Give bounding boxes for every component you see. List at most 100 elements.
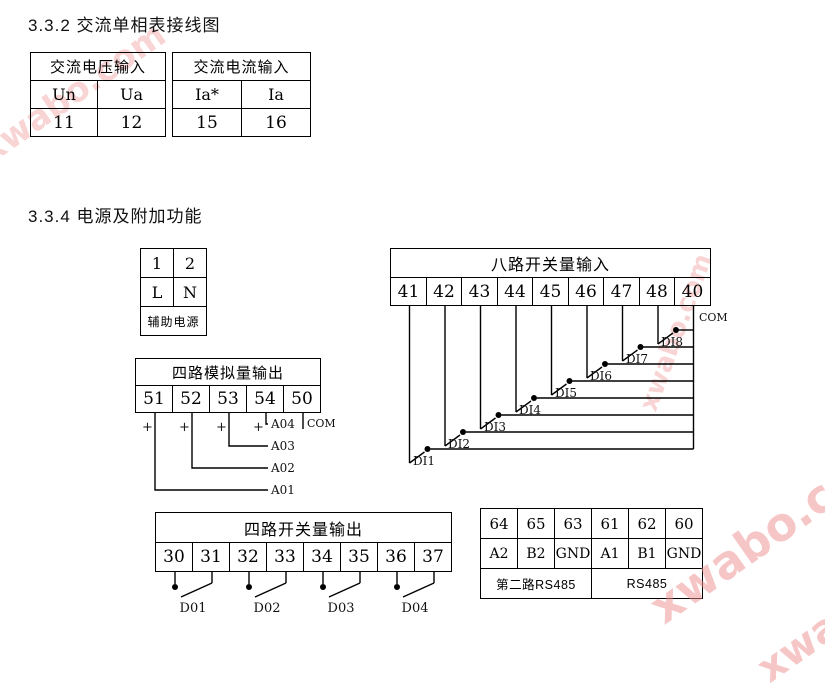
digital-output-header: 四路开关量输出: [156, 513, 452, 543]
di-channel-label: DI8: [661, 335, 683, 349]
signal-label-cell: B2: [518, 539, 555, 569]
do-switch-3: [320, 572, 361, 598]
terminal-cell: 36: [378, 543, 415, 572]
terminal-cell: 12: [98, 109, 166, 137]
wiring-diagram-svg: [154, 306, 695, 598]
terminal-cell: 31: [193, 543, 230, 572]
aux-power-table: 1 2 L N 辅助电源: [140, 248, 207, 336]
terminal-cell: 60: [666, 509, 703, 539]
terminal-cell: 44: [498, 278, 533, 306]
terminal-cell: 51: [136, 386, 173, 413]
do-channel-label: D02: [253, 601, 281, 616]
current-input-table: 交流电流输入 Ia* Ia 15 16: [172, 52, 311, 137]
plus-sign: +: [142, 420, 153, 435]
terminal-cell: 41: [391, 278, 427, 306]
terminal-label-cell: Ia: [242, 81, 311, 109]
terminal-cell: 2: [174, 249, 207, 278]
digital-input-header: 八路开关量输入: [391, 249, 711, 278]
do-channel-label: D01: [179, 601, 207, 616]
terminal-cell: 50: [284, 386, 321, 413]
terminal-label-cell: Ia*: [173, 81, 242, 109]
terminal-cell: 61: [592, 509, 629, 539]
terminal-cell: 43: [462, 278, 498, 306]
di-com-label: COM: [699, 311, 728, 324]
terminal-cell: 1: [141, 249, 174, 278]
di-channel-label: DI2: [448, 437, 470, 451]
di-channel-label: DI5: [555, 386, 577, 400]
di-switch-3: [479, 306, 694, 430]
terminal-cell: 30: [156, 543, 193, 572]
di-switch-8: [657, 306, 694, 345]
terminal-cell: 16: [242, 109, 311, 137]
plus-sign: +: [179, 420, 190, 435]
terminal-cell: 15: [173, 109, 242, 137]
terminal-cell: 65: [518, 509, 555, 539]
terminal-cell: 34: [304, 543, 341, 572]
plus-sign: +: [216, 420, 227, 435]
analog-output-wiring: [154, 413, 304, 491]
terminal-label-cell: Un: [31, 81, 98, 109]
do-switch-4: [394, 572, 435, 598]
terminal-cell: 32: [230, 543, 267, 572]
terminal-cell: 48: [640, 278, 675, 306]
di-switch-2: [444, 306, 694, 447]
terminal-cell: 62: [629, 509, 666, 539]
terminal-cell: 54: [247, 386, 284, 413]
digital-input-wiring: [408, 306, 695, 464]
di-channel-label: DI1: [413, 454, 435, 468]
digital-output-table: 四路开关量输出 30 31 32 33 34 35 36 37: [155, 512, 452, 572]
signal-label-cell: GND: [666, 539, 703, 569]
analog-channel-label: A02: [271, 461, 295, 475]
terminal-label-cell: N: [174, 278, 207, 307]
do-switch-2: [246, 572, 287, 598]
do-channel-label: D03: [327, 601, 355, 616]
terminal-cell: 40: [675, 278, 711, 306]
analog-channel-label: A01: [271, 483, 295, 497]
current-table-header: 交流电流输入: [173, 53, 311, 81]
terminal-cell: 47: [604, 278, 640, 306]
signal-label-cell: A2: [481, 539, 518, 569]
terminal-cell: 64: [481, 509, 518, 539]
voltage-input-table: 交流电压输入 Un Ua 11 12: [30, 52, 166, 137]
do-channel-label: D04: [401, 601, 429, 616]
signal-label-cell: GND: [555, 539, 592, 569]
terminal-cell: 45: [533, 278, 569, 306]
terminal-cell: 53: [210, 386, 247, 413]
terminal-cell: 63: [555, 509, 592, 539]
terminal-label-cell: Ua: [98, 81, 166, 109]
di-switch-1: [408, 306, 694, 464]
rs485-table: 64 65 63 61 62 60 A2 B2 GND A1 B1 GND 第二…: [480, 508, 703, 599]
di-channel-label: DI6: [590, 369, 612, 383]
di-switch-4: [515, 306, 694, 413]
digital-output-wiring: [172, 572, 435, 598]
di-switch-7: [621, 306, 694, 362]
di-switch-6: [586, 306, 694, 379]
terminal-label-cell: L: [141, 278, 174, 307]
do-switch-1: [172, 572, 213, 598]
signal-label-cell: A1: [592, 539, 629, 569]
di-channel-label: DI4: [519, 403, 541, 417]
rs485-port2-cell: 第二路RS485: [481, 569, 592, 599]
section-title-power: 3.3.4 电源及附加功能: [28, 207, 203, 226]
rs485-port1-cell: RS485: [592, 569, 703, 599]
di-channel-label: DI7: [626, 352, 648, 366]
digital-input-table: 八路开关量输入 41 42 43 44 45 46 47 48 40: [390, 248, 711, 306]
analog-channel-label: A03: [271, 439, 295, 453]
di-switch-5: [550, 306, 694, 396]
terminal-cell: 35: [341, 543, 378, 572]
manual-page: { "sections": { "wiring_title": "3.3.2 交…: [0, 14, 825, 692]
analog-com-label: COM: [307, 417, 336, 430]
analog-output-header: 四路模拟量输出: [136, 359, 321, 386]
aux-power-caption: 辅助电源: [141, 307, 207, 336]
terminal-cell: 37: [415, 543, 452, 572]
terminal-cell: 33: [267, 543, 304, 572]
signal-label-cell: B1: [629, 539, 666, 569]
terminal-cell: 46: [569, 278, 604, 306]
analog-channel-label: A04: [271, 417, 295, 431]
terminal-cell: 11: [31, 109, 98, 137]
analog-output-table: 四路模拟量输出 51 52 53 54 50: [135, 358, 321, 413]
voltage-table-header: 交流电压输入: [31, 53, 166, 81]
plus-sign: +: [253, 420, 264, 435]
terminal-cell: 52: [173, 386, 210, 413]
di-channel-label: DI3: [484, 420, 506, 434]
